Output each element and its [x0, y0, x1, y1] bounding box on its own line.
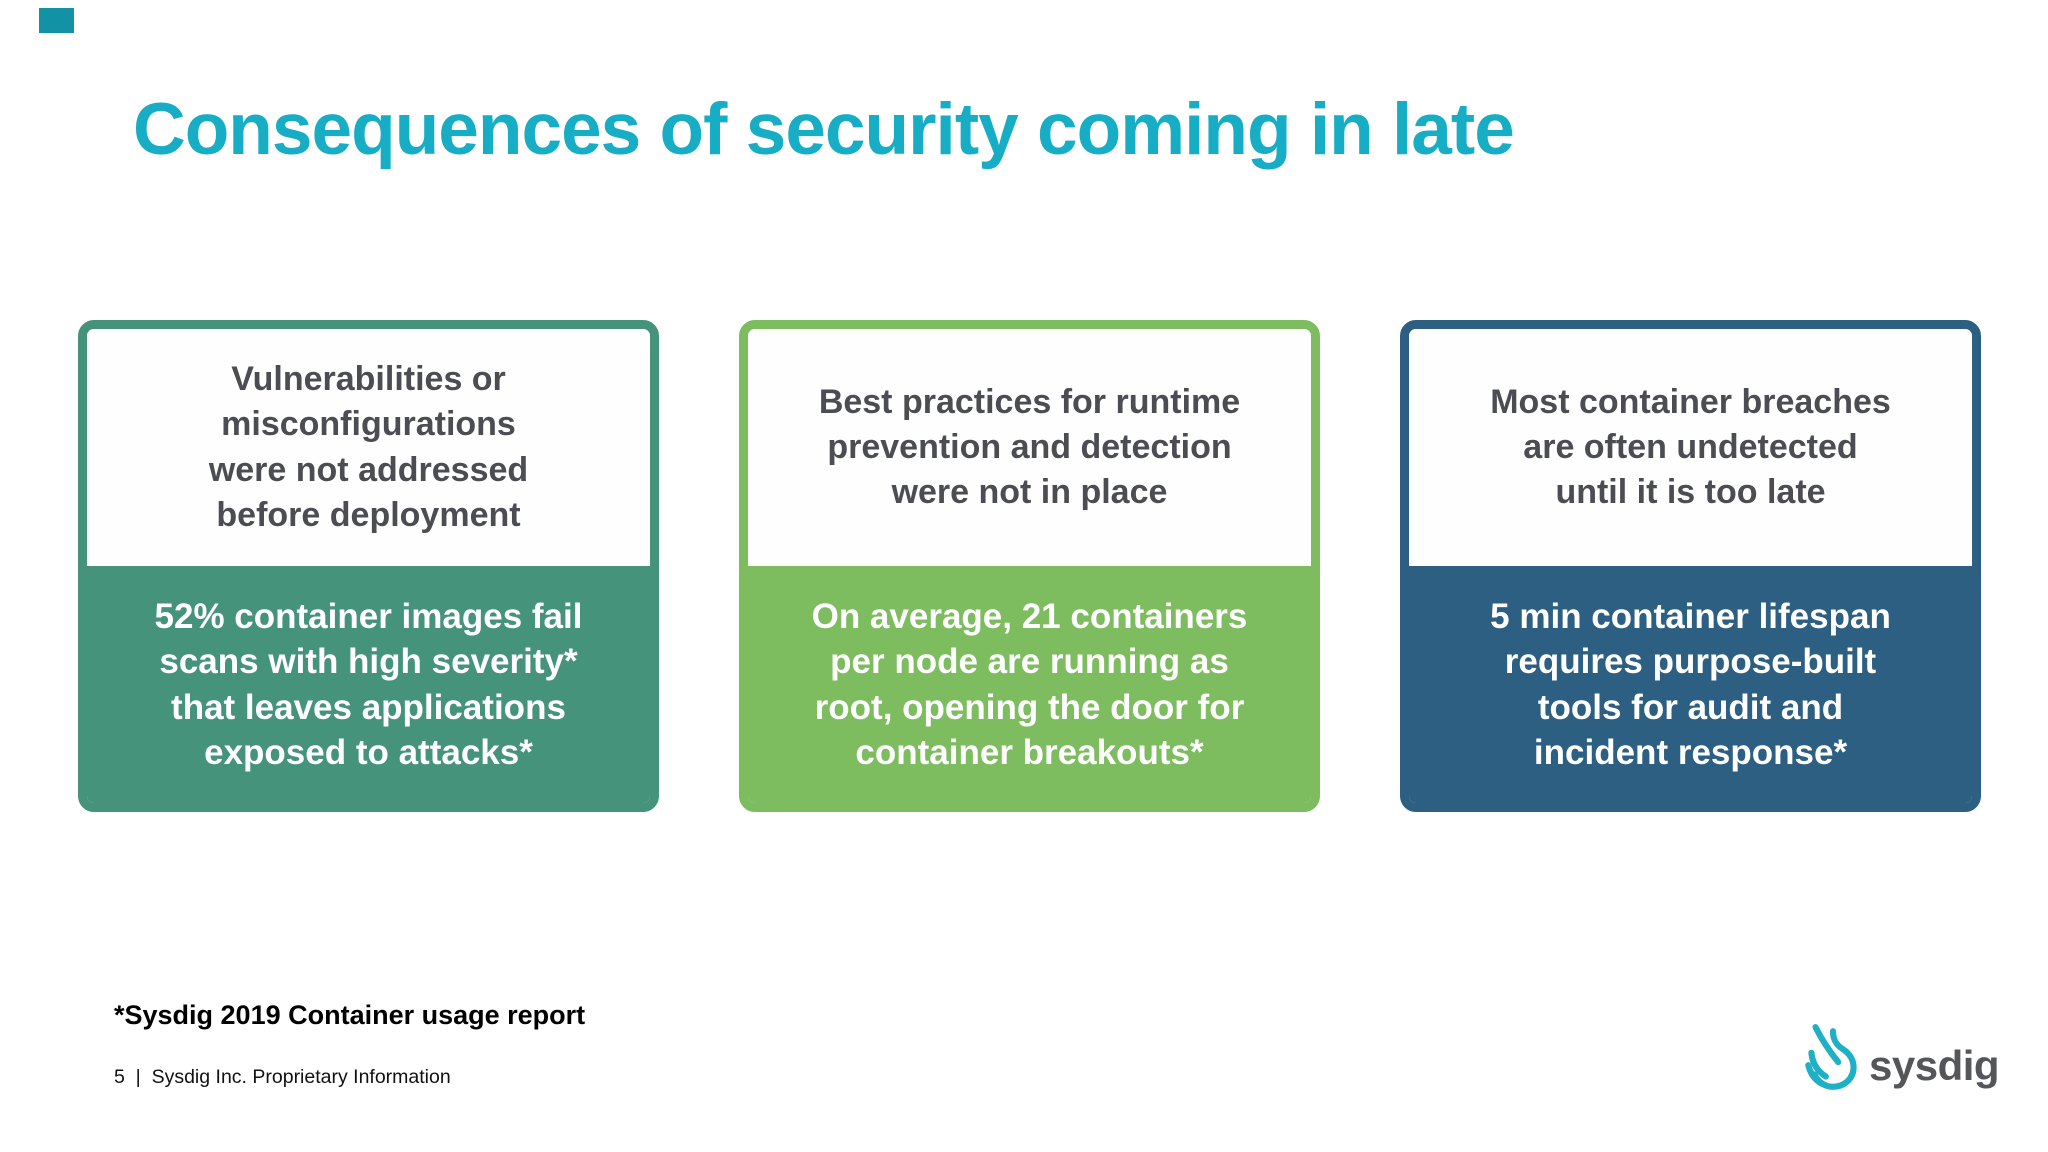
accent-square — [39, 8, 74, 33]
card-shift-left: Vulnerabilities or misconfigurations wer… — [78, 320, 659, 812]
sysdig-wordmark: sysdig — [1869, 1042, 2000, 1089]
page-title: Consequences of security coming in late — [133, 89, 1515, 170]
sysdig-logo: sysdig — [1804, 1022, 2000, 1094]
card-heading: Best practices for runtime prevention an… — [748, 329, 1311, 566]
footnote: *Sysdig 2019 Container usage report — [114, 1000, 586, 1030]
sysdig-dig-icon — [1805, 1024, 1857, 1090]
cards-row: Vulnerabilities or misconfigurations wer… — [78, 320, 1981, 812]
card-runtime: Best practices for runtime prevention an… — [739, 320, 1320, 812]
card-breaches: Most container breaches are often undete… — [1400, 320, 1981, 812]
card-heading: Vulnerabilities or misconfigurations wer… — [87, 329, 650, 566]
card-stat: 52% container images fail scans with hig… — [87, 566, 650, 803]
card-heading: Most container breaches are often undete… — [1409, 329, 1972, 566]
card-stat: On average, 21 containers per node are r… — [748, 566, 1311, 803]
page-footer: 5 | Sysdig Inc. Proprietary Information — [114, 1066, 451, 1088]
card-stat: 5 min container lifespan requires purpos… — [1409, 566, 1972, 803]
